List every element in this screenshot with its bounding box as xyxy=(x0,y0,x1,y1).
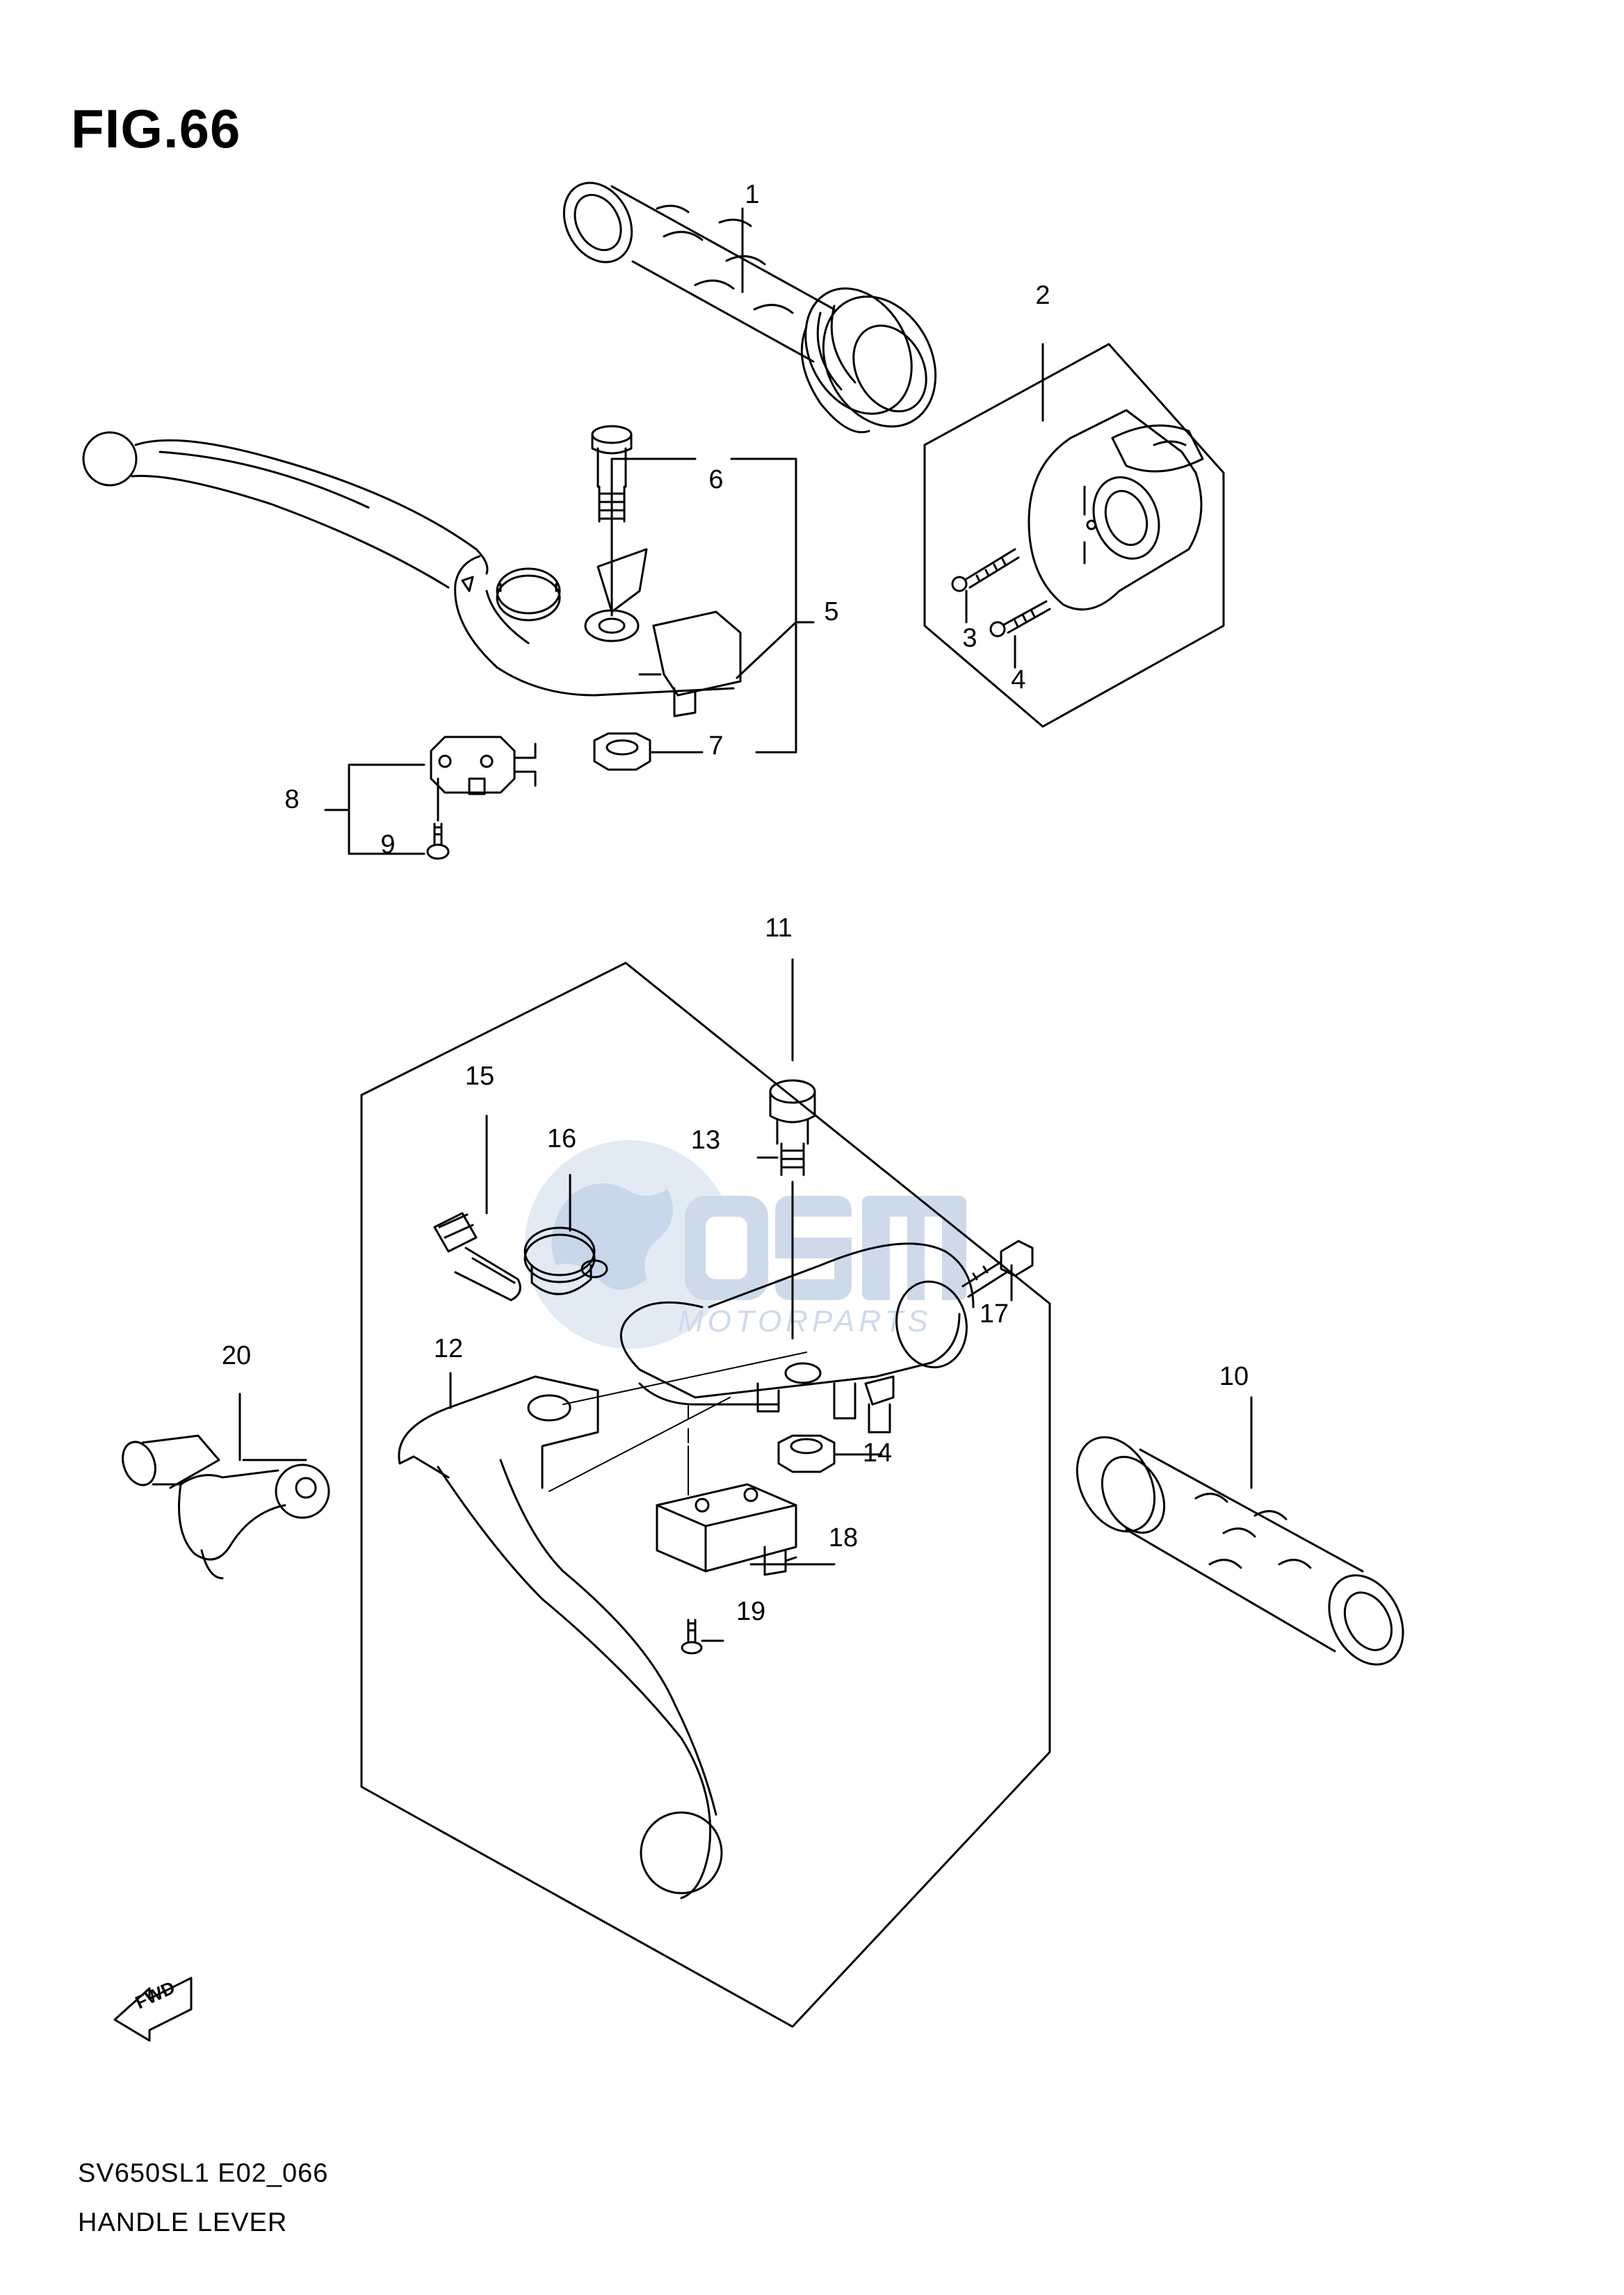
part-7-nut xyxy=(593,732,651,771)
callout-2: 2 xyxy=(1035,281,1050,310)
leader-6 xyxy=(610,457,697,617)
part-14-nut xyxy=(777,1434,836,1473)
callout-17: 17 xyxy=(979,1299,1009,1329)
callout-8: 8 xyxy=(284,785,300,814)
callout-7: 7 xyxy=(708,731,724,761)
callout-13: 13 xyxy=(690,1126,721,1155)
assembly-lines xyxy=(549,1352,807,1495)
fwd-direction-marker: FWD xyxy=(113,1977,193,2042)
leader-13 xyxy=(756,1156,794,1340)
part-8-brake-switch xyxy=(430,736,537,795)
part-5-brake-lever xyxy=(82,431,742,717)
part-2-throttle-housing xyxy=(1028,409,1204,611)
callout-19: 19 xyxy=(736,1597,766,1626)
callout-16: 16 xyxy=(546,1124,577,1153)
bracket-5 xyxy=(736,457,815,754)
callout-1: 1 xyxy=(745,180,760,209)
part-11-box xyxy=(360,958,1051,2028)
bracket-8 xyxy=(324,763,425,855)
figure-name: HANDLE LEVER xyxy=(78,2208,288,2237)
part-9-screw xyxy=(426,822,450,860)
part-13-pivot-bolt xyxy=(769,1079,816,1176)
callout-14: 14 xyxy=(862,1438,893,1468)
callout-11: 11 xyxy=(765,914,793,943)
figure-title: FIG.66 xyxy=(71,98,241,159)
callout-20: 20 xyxy=(221,1341,252,1370)
part-2-box xyxy=(923,343,1225,728)
part-20-cable-connector xyxy=(122,1434,330,1580)
callout-6: 6 xyxy=(708,465,724,494)
part-11-lever-holder xyxy=(619,1242,975,1434)
part-17-bolt xyxy=(961,1240,1034,1298)
part-12-clutch-lever xyxy=(398,1375,723,1899)
watermark-tagline: MOTORPARTS xyxy=(678,1304,932,1338)
callout-4: 4 xyxy=(1011,665,1026,695)
callout-12: 12 xyxy=(433,1334,464,1363)
part-10-grip xyxy=(1075,1436,1404,1666)
part-18-clutch-switch xyxy=(656,1483,797,1576)
model-code: SV650SL1 E02_066 xyxy=(78,2159,329,2188)
callout-15: 15 xyxy=(464,1062,495,1091)
part-1-throttle-grip xyxy=(562,181,937,434)
part-3-screw xyxy=(951,548,1020,592)
callout-10: 10 xyxy=(1219,1362,1249,1391)
callout-18: 18 xyxy=(828,1523,859,1552)
part-15-adjuster xyxy=(433,1212,521,1301)
watermark-logo: MOTORPARTS xyxy=(525,1140,966,1349)
part-19-screw xyxy=(681,1619,703,1655)
callout-9: 9 xyxy=(380,830,396,859)
part-16-adjuster-wheel xyxy=(523,1226,608,1295)
part-4-screw xyxy=(989,600,1051,638)
callout-3: 3 xyxy=(962,624,977,653)
callout-5: 5 xyxy=(824,597,839,626)
